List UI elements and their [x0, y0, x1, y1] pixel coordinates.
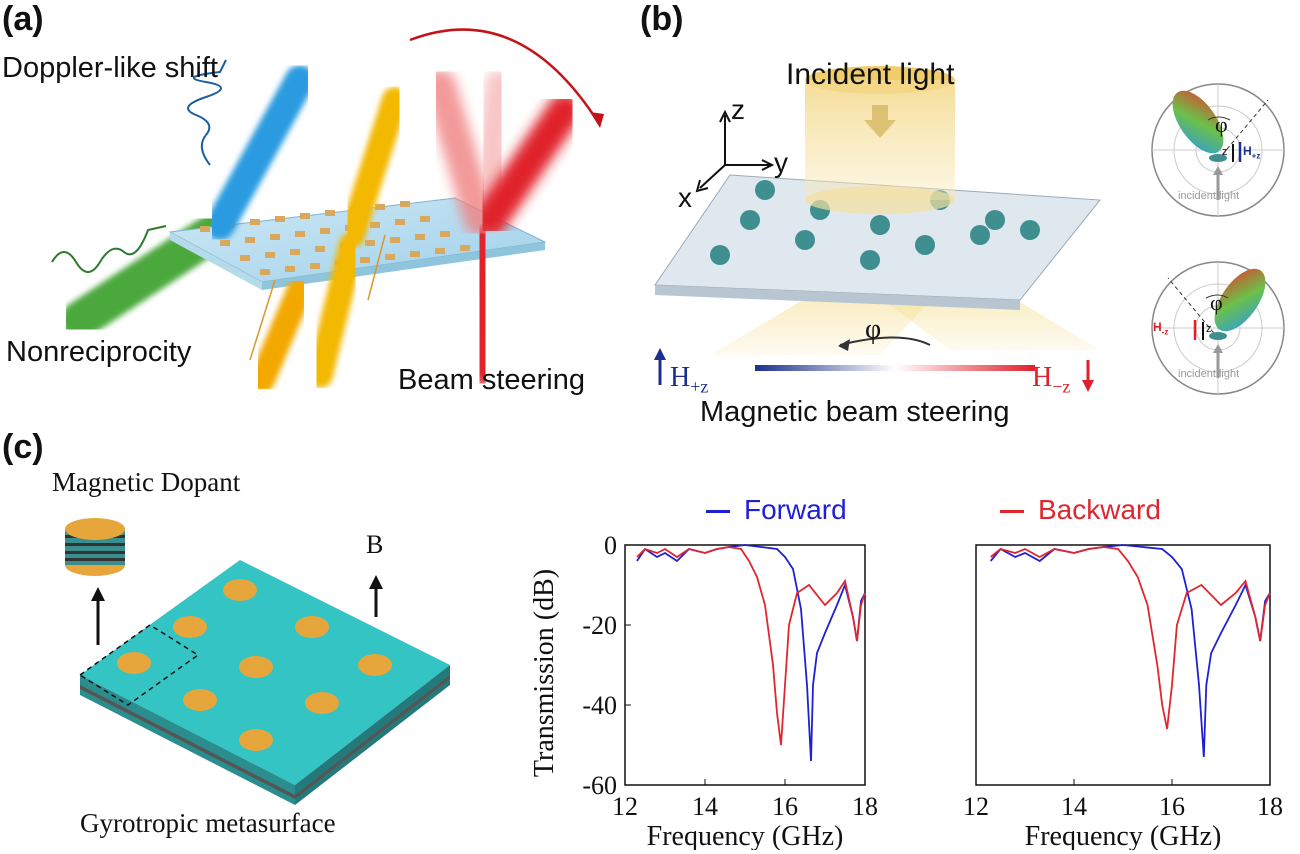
legend-backward-label: Backward — [1038, 494, 1161, 525]
y-tick-label: -60 — [582, 771, 617, 800]
radiation-lobe — [1214, 268, 1266, 332]
axis-z-label: z — [731, 94, 745, 125]
h-minus-label: H−z — [1032, 362, 1070, 398]
series-line-backward — [990, 546, 1271, 730]
plot-frame-0 — [624, 544, 866, 786]
x-tick-label: 14 — [692, 792, 718, 821]
inset-polar-top — [1151, 83, 1285, 217]
axis-y-label: y — [774, 147, 788, 178]
magnetic-field-gradient-bar — [755, 365, 1035, 371]
inset-bottom-z: z — [1206, 323, 1212, 335]
x-axis-title: Frequency (GHz) — [647, 821, 844, 850]
series-line-forward — [990, 544, 1271, 758]
y-tick-label: 0 — [604, 531, 617, 560]
inset-bottom-h: H-z — [1153, 320, 1168, 336]
inset-top-phi: φ — [1215, 112, 1228, 137]
inset-top-z: z — [1222, 146, 1228, 158]
incident-light-label: Incident light — [786, 58, 955, 91]
panel-b-illustration — [654, 66, 1101, 392]
y-tick-label: -20 — [582, 611, 617, 640]
inset-bottom-phi: φ — [1210, 290, 1223, 315]
inset-top-h-sub: +z — [1251, 151, 1261, 161]
coordinate-axes — [695, 109, 775, 193]
y-tick-label: -40 — [582, 691, 617, 720]
legend-forward: Forward — [706, 494, 847, 526]
gyrotropic-discs — [117, 579, 392, 751]
inset-bottom-h-text: H — [1153, 320, 1162, 334]
legend-forward-swatch — [706, 510, 730, 514]
yellow-beam-lower-1 — [249, 277, 313, 393]
split-ring-resonators — [710, 180, 1040, 270]
panel-b-label: (b) — [640, 0, 684, 38]
x-tick-label: 18 — [852, 792, 878, 821]
yellow-beam-lower-2 — [307, 232, 365, 388]
magnetic-dopant-label: Magnetic Dopant — [52, 467, 241, 497]
legend-forward-label: Forward — [744, 494, 847, 525]
blue-wave-icon — [187, 59, 227, 166]
magnetic-dopant-puck — [65, 518, 125, 576]
panel-c-label: (c) — [2, 428, 44, 466]
yellow-beam-upper — [339, 87, 408, 248]
radiation-lobe — [1172, 90, 1224, 154]
phi-label: φ — [865, 314, 882, 345]
inset-bottom-h-sub: -z — [1161, 327, 1169, 337]
inset-top-incident: incident light — [1178, 190, 1240, 202]
inset-bottom-incident: incident light — [1178, 368, 1240, 380]
doppler-shift-label: Doppler-like shift — [2, 52, 218, 84]
series-line-backward — [636, 546, 866, 746]
gyrotropic-metasurface-label: Gyrotropic metasurface — [80, 808, 336, 838]
x-tick-label: 12 — [963, 792, 989, 821]
blue-shifted-beam — [205, 65, 315, 240]
h-minus-sub: −z — [1052, 376, 1071, 397]
panel-a-illustration — [51, 28, 604, 393]
legend-backward: Backward — [1000, 494, 1161, 526]
h-plus-text: H — [670, 362, 691, 393]
inset-top-h-text: H — [1243, 144, 1252, 158]
unit-cell-outline — [78, 624, 200, 706]
steering-arrow — [409, 28, 602, 126]
panel-a-label: (a) — [2, 0, 44, 38]
y-axis-title: Transmission (dB) — [530, 569, 560, 777]
inset-polar-bottom — [1151, 261, 1285, 395]
series-line-forward — [636, 544, 866, 762]
beam-steering-label: Beam steering — [398, 364, 585, 396]
red-beam-down — [463, 221, 502, 387]
green-wave-icon — [51, 225, 167, 273]
magnetic-beam-steering-label: Magnetic beam steering — [700, 396, 1010, 428]
h-plus-sub: +z — [690, 376, 709, 397]
x-axis-title: Frequency (GHz) — [1025, 821, 1222, 850]
inset-top-h: H+z — [1243, 144, 1260, 160]
panel-c-illustration — [65, 518, 450, 805]
x-tick-label: 14 — [1061, 792, 1087, 821]
x-tick-label: 16 — [772, 792, 798, 821]
x-tick-label: 12 — [612, 792, 638, 821]
phi-arc-arrow — [839, 336, 931, 346]
incident-light-cylinder — [805, 80, 955, 200]
axis-x-label: x — [678, 182, 692, 213]
h-minus-text: H — [1032, 362, 1053, 393]
legend-backward-swatch — [1000, 510, 1024, 514]
plot-frame-1 — [975, 544, 1271, 786]
h-plus-label: H+z — [670, 362, 708, 398]
red-beam-right — [473, 93, 582, 237]
nonreciprocity-label: Nonreciprocity — [6, 336, 192, 368]
x-tick-label: 16 — [1159, 792, 1185, 821]
b-field-label: B — [366, 530, 384, 559]
x-tick-label: 18 — [1257, 792, 1283, 821]
